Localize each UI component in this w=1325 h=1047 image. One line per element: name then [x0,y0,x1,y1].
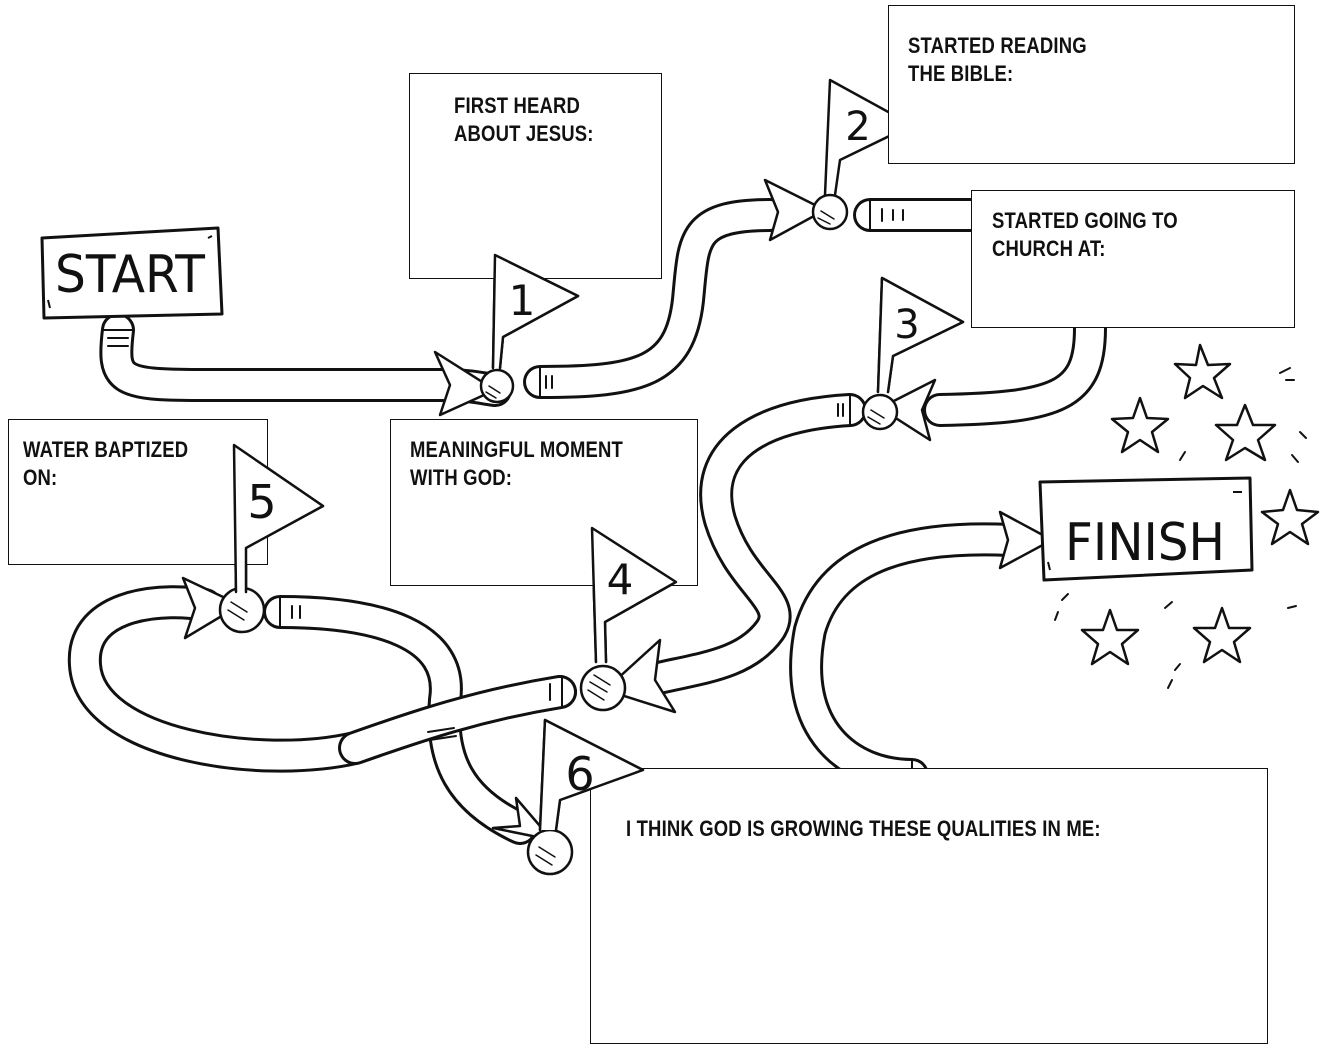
star-icon [1080,608,1140,666]
arrow-head [181,576,242,640]
arrow-head [763,178,827,242]
arrow-head [878,378,937,442]
path-5-to-6 [263,595,537,845]
start-label: START [55,245,205,305]
path-loop-crossing [338,675,577,765]
milestone-box-3: STARTED GOING TO CHURCH AT: [971,190,1295,328]
star-icon [1173,343,1232,400]
milestone-box-2: STARTED READING THE BIBLE: [888,5,1295,164]
star-icon [1260,488,1320,546]
path-1-to-2 [523,198,787,399]
star-icon [1110,396,1170,454]
stars [1080,343,1320,666]
arrow-head [433,350,497,417]
milestone-box-4: MEANINGFUL MOMENT WITH GOD: [390,419,698,586]
path-2-to-3 [853,198,1107,427]
finish-label: FINISH [1065,513,1225,573]
path-3-to-4 [633,393,867,697]
arrow-head [491,796,554,842]
milestone-label-3: STARTED GOING TO CHURCH AT: [992,208,1178,261]
milestone-box-5: WATER BAPTIZED ON: [8,419,268,565]
finish-sign: FINISH [1038,476,1254,582]
star-icon [1214,403,1277,462]
path-6-to-finish [789,522,1027,792]
start-sign: START [40,226,224,320]
flag-number-2: 2 [845,104,870,150]
flag-number-3: 3 [894,302,919,348]
flag-number-1: 1 [509,276,536,325]
milestone-label-2: STARTED READING THE BIBLE: [908,33,1087,86]
milestone-box-1: FIRST HEARD ABOUT JESUS: [409,73,662,279]
milestone-label-4: MEANINGFUL MOMENT WITH GOD: [410,437,623,490]
star-icon [1192,606,1252,664]
milestone-box-6: I THINK GOD IS GROWING THESE QUALITIES I… [590,768,1268,1044]
milestone-label-6: I THINK GOD IS GROWING THESE QUALITIES I… [626,816,1101,841]
milestone-label-5: WATER BAPTIZED ON: [23,437,189,490]
milestone-label-1: FIRST HEARD ABOUT JESUS: [454,93,594,146]
arrow-head [998,510,1054,570]
